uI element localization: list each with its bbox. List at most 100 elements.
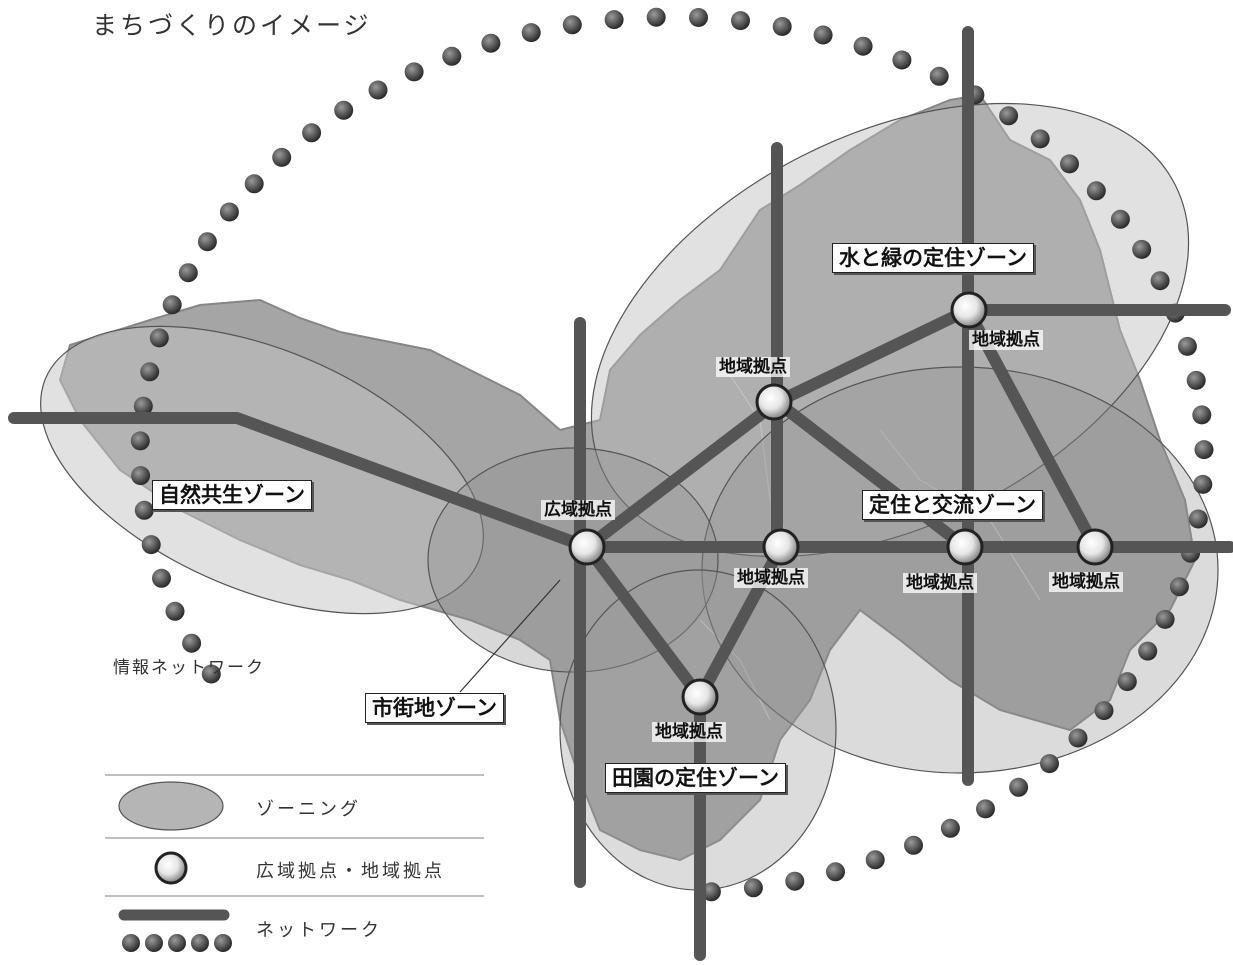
node-label-local-mid: 地域拠点 <box>734 568 808 588</box>
network-dot <box>731 11 750 31</box>
node-local-mid <box>762 528 800 566</box>
network-dot <box>1068 728 1088 748</box>
network-dot <box>272 147 292 167</box>
network-dot <box>1169 577 1189 597</box>
node-local-south <box>681 678 719 716</box>
network-dot <box>1194 440 1214 460</box>
road-network <box>8 26 1233 961</box>
network-dot <box>772 17 792 36</box>
network-dot <box>1193 474 1213 494</box>
legend-hub-swatch <box>154 851 188 885</box>
network-dot <box>149 328 169 348</box>
network-dot <box>826 862 845 882</box>
legend-dot <box>122 934 140 952</box>
network-dot <box>302 123 322 143</box>
network-dot <box>131 466 151 486</box>
network-dot <box>743 878 763 898</box>
hub-nodes <box>568 291 1114 716</box>
node-local-northeast <box>950 291 988 329</box>
road-center-to-east <box>771 396 971 553</box>
network-dot <box>976 799 995 819</box>
network-dot <box>689 8 708 27</box>
legend-zoning-swatch <box>118 781 224 831</box>
network-dot <box>165 601 185 621</box>
node-label-local-east: 地域拠点 <box>903 573 977 593</box>
network-dot <box>404 62 424 82</box>
network-dot <box>219 202 239 222</box>
network-dot <box>1040 754 1059 774</box>
network-dot <box>646 7 666 27</box>
network-dot <box>178 263 198 283</box>
network-dot <box>701 882 721 902</box>
network-dot <box>785 871 805 891</box>
network-dot <box>1009 777 1029 797</box>
network-dot <box>562 15 582 35</box>
legend-network-label: ネットワーク <box>256 920 382 941</box>
network-dot <box>892 50 912 70</box>
network-dot <box>133 396 153 416</box>
network-dot <box>197 232 217 252</box>
network-dot <box>1138 641 1158 661</box>
legend-dot <box>168 934 186 952</box>
network-dot <box>1150 271 1170 291</box>
urban-leader-line <box>459 579 561 693</box>
network-dot <box>141 535 161 555</box>
network-dot <box>1110 209 1130 229</box>
network-dot <box>182 633 202 653</box>
page-title: まちづくりのイメージ <box>92 11 372 40</box>
zone-label-water-green: 水と緑の定住ゾーン <box>832 243 1034 273</box>
network-dot <box>130 431 150 451</box>
network-dot <box>1086 181 1106 201</box>
legend-dot <box>191 934 209 952</box>
network-dot <box>1094 701 1114 721</box>
legend-dot <box>214 934 232 952</box>
node-label-local-center: 地域拠点 <box>716 357 790 377</box>
network-dot <box>1117 672 1137 692</box>
zone-label-urban: 市街地ゾーン <box>365 693 504 723</box>
info-network-label: 情報ネットワーク <box>113 658 265 678</box>
network-dot <box>521 23 541 43</box>
node-label-local-northeast: 地域拠点 <box>969 330 1043 350</box>
network-dot <box>1188 509 1208 529</box>
network-dot <box>1030 129 1050 149</box>
node-label-wide-area: 広域拠点 <box>541 500 615 520</box>
network-dot <box>940 818 960 838</box>
network-dot <box>604 10 624 30</box>
node-local-center <box>755 383 793 421</box>
network-dot <box>929 66 949 86</box>
node-wide-area <box>568 528 606 566</box>
node-local-far-east <box>1076 528 1114 566</box>
zone-label-settlement-exchange: 定住と交流ゾーン <box>862 490 1043 520</box>
legend-dot-swatch <box>122 934 232 952</box>
network-dot <box>134 500 154 520</box>
node-local-east <box>946 528 984 566</box>
network-dot <box>853 36 873 56</box>
network-dot <box>904 835 923 855</box>
network-dot <box>1132 239 1152 259</box>
network-dot <box>201 664 221 684</box>
network-dot <box>1192 405 1212 425</box>
network-dot <box>1060 154 1079 174</box>
road-west <box>8 412 593 553</box>
network-dot <box>813 25 833 45</box>
info-network-dots <box>130 7 1214 902</box>
legend-hubs-label: 広域拠点・地域拠点 <box>256 861 445 882</box>
zone-label-rural: 田園の定住ゾーン <box>605 763 786 793</box>
network-dot <box>865 850 885 870</box>
road-diagonal <box>581 304 1231 553</box>
legend-graphics <box>105 774 484 952</box>
legend-dot <box>145 934 163 952</box>
network-dot <box>1186 370 1206 390</box>
network-dot <box>999 106 1019 126</box>
network-dot <box>1155 609 1175 629</box>
node-label-local-far-east: 地域拠点 <box>1049 572 1123 592</box>
network-dot <box>442 46 462 66</box>
network-dot <box>140 362 160 382</box>
network-dot <box>334 100 354 120</box>
network-dot <box>244 174 264 194</box>
network-dot <box>1177 336 1197 356</box>
legend-zoning-label: ゾーニング <box>256 799 361 820</box>
network-dot <box>152 568 171 588</box>
